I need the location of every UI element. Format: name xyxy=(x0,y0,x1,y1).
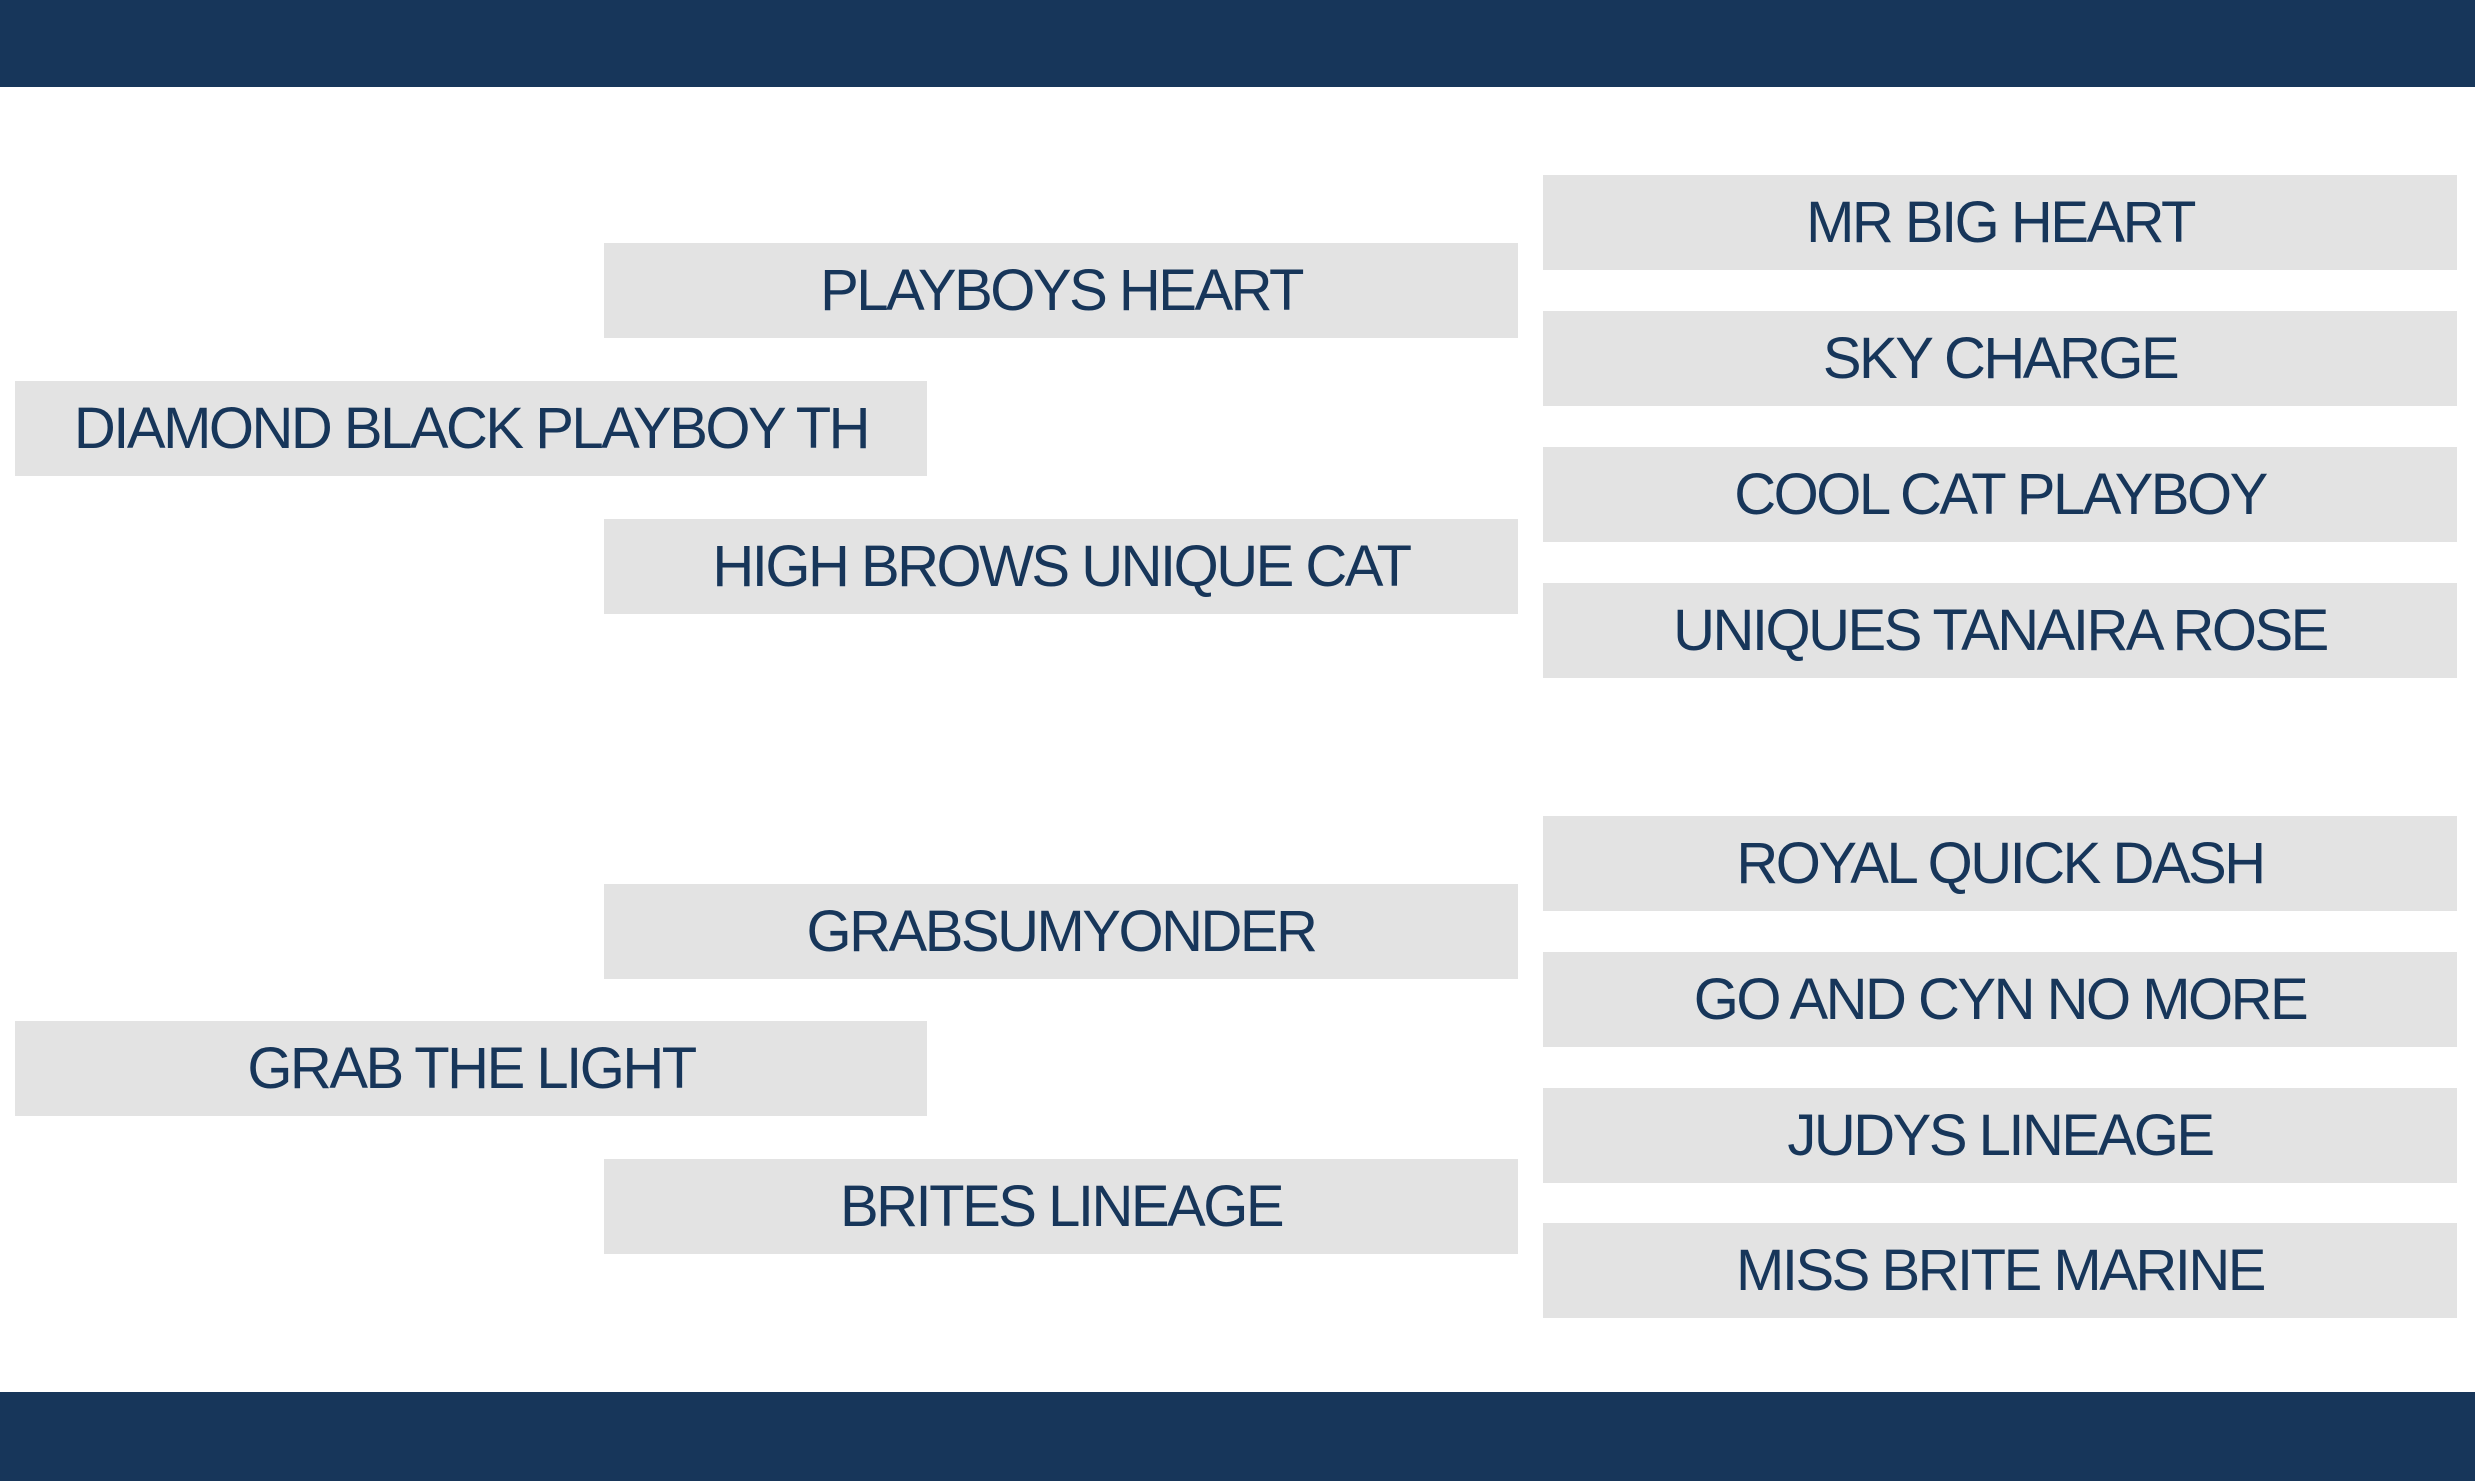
horse-name: ROYAL QUICK DASH xyxy=(1736,831,2266,896)
horse-name: MR BIG HEART xyxy=(1806,190,2196,255)
header-band xyxy=(0,0,2475,87)
pedigree-box-sire-dam-dam: UNIQUES TANAIRA ROSE xyxy=(1543,583,2457,678)
pedigree-box-dam-sire-sire: ROYAL QUICK DASH xyxy=(1543,816,2457,911)
pedigree-box-sire-dam: HIGH BROWS UNIQUE CAT xyxy=(604,519,1518,614)
horse-name: HIGH BROWS UNIQUE CAT xyxy=(712,534,1412,599)
horse-name: GO AND CYN NO MORE xyxy=(1693,967,2309,1032)
horse-name: COOL CAT PLAYBOY xyxy=(1734,462,2268,527)
horse-name: GRAB THE LIGHT xyxy=(247,1036,697,1101)
horse-name: DIAMOND BLACK PLAYBOY TH xyxy=(73,396,871,461)
pedigree-box-dam-sire-dam: GO AND CYN NO MORE xyxy=(1543,952,2457,1047)
pedigree-box-dam: GRAB THE LIGHT xyxy=(15,1021,927,1116)
horse-name: PLAYBOYS HEART xyxy=(820,258,1304,323)
pedigree-box-dam-dam-sire: JUDYS LINEAGE xyxy=(1543,1088,2457,1183)
pedigree-box-sire: DIAMOND BLACK PLAYBOY TH xyxy=(15,381,927,476)
horse-name: UNIQUES TANAIRA ROSE xyxy=(1673,598,2329,663)
pedigree-box-sire-sire: PLAYBOYS HEART xyxy=(604,243,1518,338)
horse-name: JUDYS LINEAGE xyxy=(1787,1103,2215,1168)
pedigree-box-dam-dam: BRITES LINEAGE xyxy=(604,1159,1518,1254)
horse-name: MISS BRITE MARINE xyxy=(1736,1238,2266,1303)
horse-name: BRITES LINEAGE xyxy=(839,1174,1285,1239)
footer-band xyxy=(0,1392,2475,1481)
horse-name: GRABSUMYONDER xyxy=(806,899,1318,964)
pedigree-box-sire-sire-dam: SKY CHARGE xyxy=(1543,311,2457,406)
pedigree-box-dam-dam-dam: MISS BRITE MARINE xyxy=(1543,1223,2457,1318)
horse-name: SKY CHARGE xyxy=(1822,326,2180,391)
pedigree-box-dam-sire: GRABSUMYONDER xyxy=(604,884,1518,979)
pedigree-box-sire-dam-sire: COOL CAT PLAYBOY xyxy=(1543,447,2457,542)
pedigree-box-sire-sire-sire: MR BIG HEART xyxy=(1543,175,2457,270)
